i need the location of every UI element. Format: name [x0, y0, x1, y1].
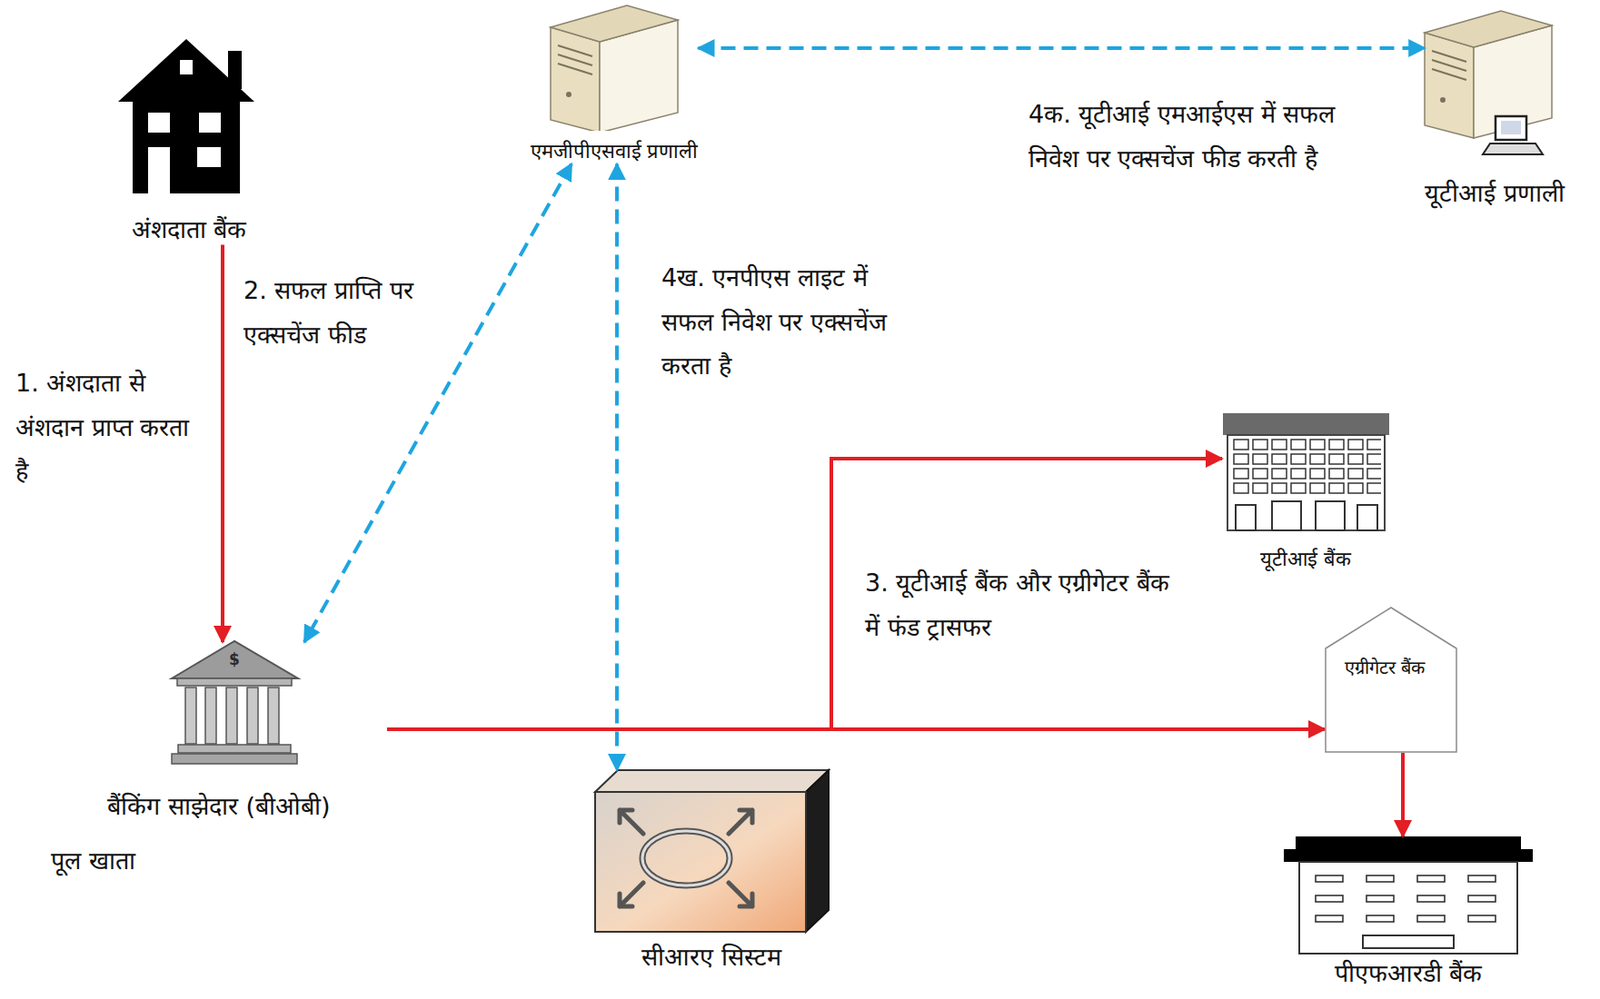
node-label: एमजीपीएसवाई प्रणाली: [530, 139, 699, 164]
bank-column: [205, 687, 217, 745]
bank-column: [185, 687, 197, 745]
building-roof: [1222, 413, 1390, 436]
bank-pediment: [171, 641, 299, 679]
server-icon: [1424, 10, 1552, 139]
office-building-icon: [1222, 413, 1390, 531]
fund-flow-arrow: [220, 244, 225, 643]
building-roof: [1295, 836, 1521, 850]
house-icon: [118, 39, 255, 194]
bank-column: [268, 687, 279, 745]
building-windows: [1308, 870, 1512, 931]
node-label: यूटीआई प्रणाली: [1424, 178, 1565, 209]
box-top: [595, 770, 829, 793]
node-label: यूटीआई बैंक: [1260, 547, 1352, 572]
edge-label: 4क. यूटीआई एमआईएस में सफल निवेश पर एक्सच…: [1028, 92, 1338, 181]
box-front: [595, 792, 806, 933]
building-door: [1272, 501, 1302, 531]
edge-label: 4ख. एनपीएस लाइट में सफल निवेश पर एक्सचें…: [661, 256, 913, 389]
building-windows: [1232, 437, 1382, 497]
icon-area: [549, 5, 679, 133]
edge-label-text: 4क. यूटीआई एमआईएस में सफल निवेश पर एक्सच…: [1028, 99, 1335, 173]
icon-symbol: $: [228, 650, 240, 669]
edge-label: 3. यूटीआई बैंक और एग्रीगेटर बैंक में फंड…: [864, 561, 1185, 650]
fund-flow-arrow: [1401, 753, 1405, 837]
node-box: एमजीपीएसवाई प्रणाली: [530, 5, 699, 164]
node-label: सीआरए सिस्टम: [641, 943, 782, 973]
edge-label-text: 4ख. एनपीएस लाइट में सफल निवेश पर एक्सचें…: [661, 263, 887, 380]
icon-area: [1222, 413, 1390, 532]
edge-label-text: 1. अंशदाता से अंशदान प्राप्त करता है: [15, 368, 189, 486]
edge-label-text: 3. यूटीआई बैंक और एग्रीगेटर बैंक में फंड…: [864, 568, 1170, 642]
edge-label: 1. अंशदाता से अंशदान प्राप्त करता है: [15, 361, 198, 495]
box-symbol: [642, 831, 730, 886]
node-label: एग्रीगेटर बैंक: [1344, 652, 1436, 685]
node-box: यूटीआई प्रणाली: [1424, 10, 1565, 209]
node-label: पीएफआरडी बैंक: [1334, 959, 1483, 989]
bank-step: [171, 754, 298, 765]
bank-column: [247, 687, 259, 745]
building-eave: [1283, 849, 1533, 863]
data-feed-arrow: [304, 163, 572, 643]
edge-label-text: 2. सफल प्राप्ति पर एक्सचेंज फीड: [243, 276, 414, 349]
edge-label: 2. सफल प्राप्ति पर एक्सचेंज फीड: [243, 268, 422, 358]
node-label: अंशदाता बैंक: [131, 215, 248, 245]
pentagon-outline: [1324, 606, 1458, 754]
icon-area: [125, 40, 253, 194]
bank-building-icon: [1283, 836, 1533, 955]
icon-area: [1428, 10, 1561, 161]
house-window: [197, 147, 221, 168]
house-window: [179, 59, 193, 75]
fund-flow-arrow: [387, 727, 1325, 732]
monitor-glass: [1500, 120, 1521, 135]
node-box: यूटीआई बैंक: [1222, 413, 1390, 572]
building-entrance: [1362, 935, 1454, 949]
node-box: पीएफआरडी बैंक: [1283, 836, 1533, 989]
switch-box-icon: [595, 770, 829, 933]
building-door: [1357, 505, 1378, 531]
house-body: [132, 96, 240, 194]
house-chimney: [228, 50, 242, 90]
building-door: [1235, 505, 1256, 531]
pentagon-shape: [1325, 607, 1457, 753]
node-box: सीआरए सिस्टम: [594, 770, 829, 973]
server-icon: [550, 5, 678, 133]
node-label: बैंकिंग साझेदार (बीओबी): [107, 792, 330, 822]
monitor-keyboard: [1482, 143, 1543, 155]
data-feed-arrow: [698, 46, 1426, 50]
bank-step: [178, 745, 291, 754]
node-box: अंशदाता बैंक: [125, 40, 253, 245]
icon-area: [594, 770, 829, 935]
data-feed-arrow: [615, 163, 619, 771]
bank-icon: [171, 641, 299, 765]
box-side: [805, 770, 829, 933]
house-window: [148, 112, 170, 133]
house-window: [198, 112, 221, 133]
house-roof: [118, 39, 255, 102]
box-symbol: [642, 831, 730, 886]
house-door: [148, 147, 170, 194]
building-door: [1315, 501, 1345, 531]
building-body: [1299, 862, 1518, 955]
icon-area: [1283, 836, 1533, 955]
monitor-icon: [1482, 116, 1543, 155]
server-cut: [545, 130, 691, 135]
fund-flow-arrow: [387, 458, 1223, 730]
building-body: [1227, 435, 1385, 531]
monitor-screen: [1495, 116, 1527, 140]
node-label: पूल खाता: [50, 846, 136, 876]
node-box: बैंकिंग साझेदार (बीओबी) पूल खाता: [50, 642, 388, 877]
node-box: एग्रीगेटर बैंक: [1324, 606, 1458, 754]
bank-column: [226, 687, 238, 745]
bank-beam: [177, 678, 292, 686]
box-arrows: [619, 810, 753, 907]
